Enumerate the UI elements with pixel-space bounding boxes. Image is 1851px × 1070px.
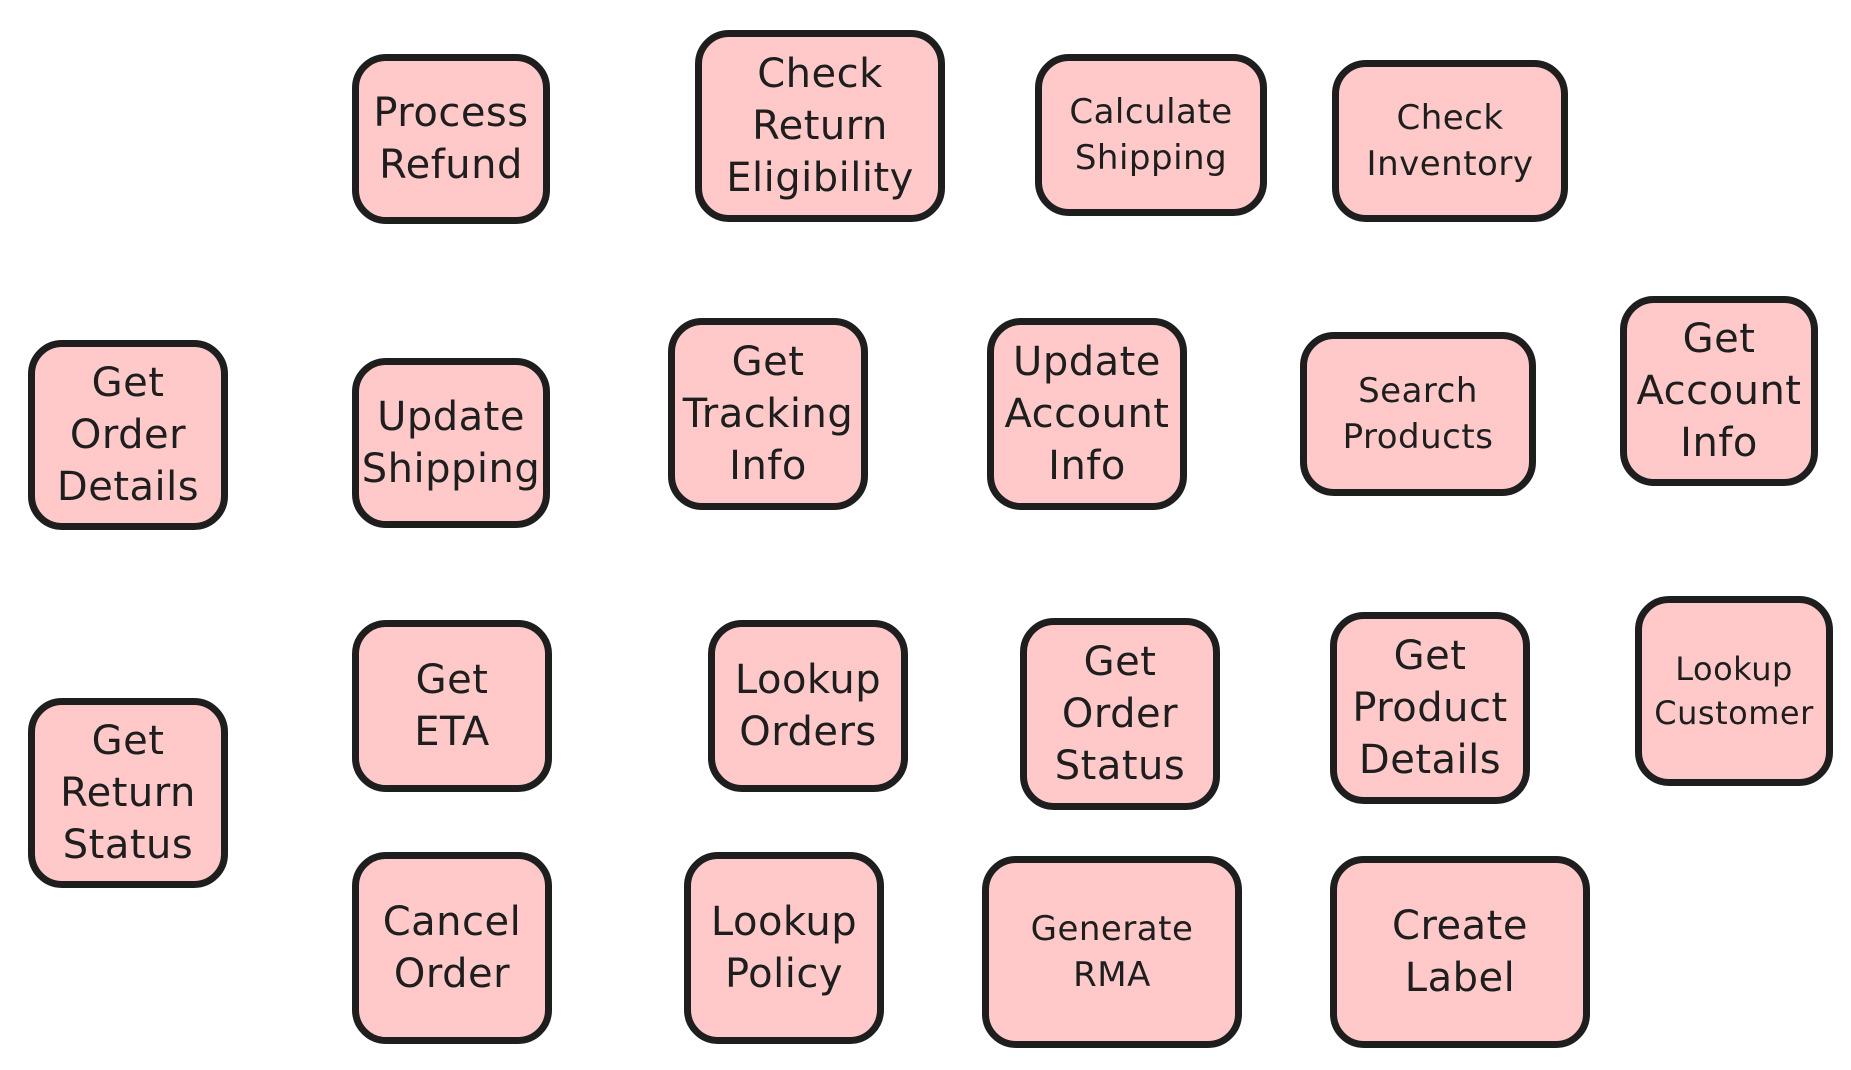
node-label: Get Order Details: [56, 360, 200, 510]
node-get-tracking-info[interactable]: Get Tracking Info: [668, 318, 868, 510]
node-get-order-details[interactable]: Get Order Details: [28, 340, 228, 530]
node-generate-rma[interactable]: Generate RMA: [982, 856, 1242, 1048]
node-label: Create Label: [1392, 903, 1528, 1001]
node-search-products[interactable]: Search Products: [1300, 332, 1536, 496]
node-label: Cancel Order: [382, 899, 522, 997]
node-label: Search Products: [1342, 371, 1494, 457]
node-create-label[interactable]: Create Label: [1330, 856, 1590, 1048]
node-label: Get Tracking Info: [682, 339, 854, 489]
node-label: Check Return Eligibility: [726, 51, 914, 201]
node-check-return-eligibility[interactable]: Check Return Eligibility: [695, 30, 945, 222]
node-calculate-shipping[interactable]: Calculate Shipping: [1035, 54, 1267, 216]
node-label: Get Return Status: [60, 718, 196, 868]
node-label: Get ETA: [414, 657, 490, 755]
node-lookup-customer[interactable]: Lookup Customer: [1635, 596, 1833, 786]
node-get-order-status[interactable]: Get Order Status: [1020, 618, 1220, 810]
node-lookup-policy[interactable]: Lookup Policy: [684, 852, 884, 1044]
node-cancel-order[interactable]: Cancel Order: [352, 852, 552, 1044]
node-label: Process Refund: [373, 90, 529, 188]
node-get-account-info[interactable]: Get Account Info: [1620, 296, 1818, 486]
node-label: Lookup Orders: [734, 657, 882, 755]
node-get-return-status[interactable]: Get Return Status: [28, 698, 228, 888]
node-label: Update Shipping: [361, 394, 541, 492]
node-label: Lookup Policy: [710, 899, 858, 997]
node-label: Lookup Customer: [1654, 650, 1814, 732]
node-update-shipping[interactable]: Update Shipping: [352, 358, 550, 528]
node-label: Update Account Info: [1004, 339, 1170, 489]
node-label: Get Product Details: [1352, 633, 1508, 783]
node-label: Calculate Shipping: [1069, 92, 1233, 178]
node-label: Get Order Status: [1054, 639, 1186, 789]
node-process-refund[interactable]: Process Refund: [352, 54, 550, 224]
node-label: Check Inventory: [1366, 98, 1534, 184]
node-get-product-details[interactable]: Get Product Details: [1330, 612, 1530, 804]
node-label: Generate RMA: [1030, 909, 1194, 995]
node-check-inventory[interactable]: Check Inventory: [1332, 60, 1568, 222]
node-lookup-orders[interactable]: Lookup Orders: [708, 620, 908, 792]
node-get-eta[interactable]: Get ETA: [352, 620, 552, 792]
node-update-account-info[interactable]: Update Account Info: [987, 318, 1187, 510]
node-label: Get Account Info: [1636, 316, 1802, 466]
